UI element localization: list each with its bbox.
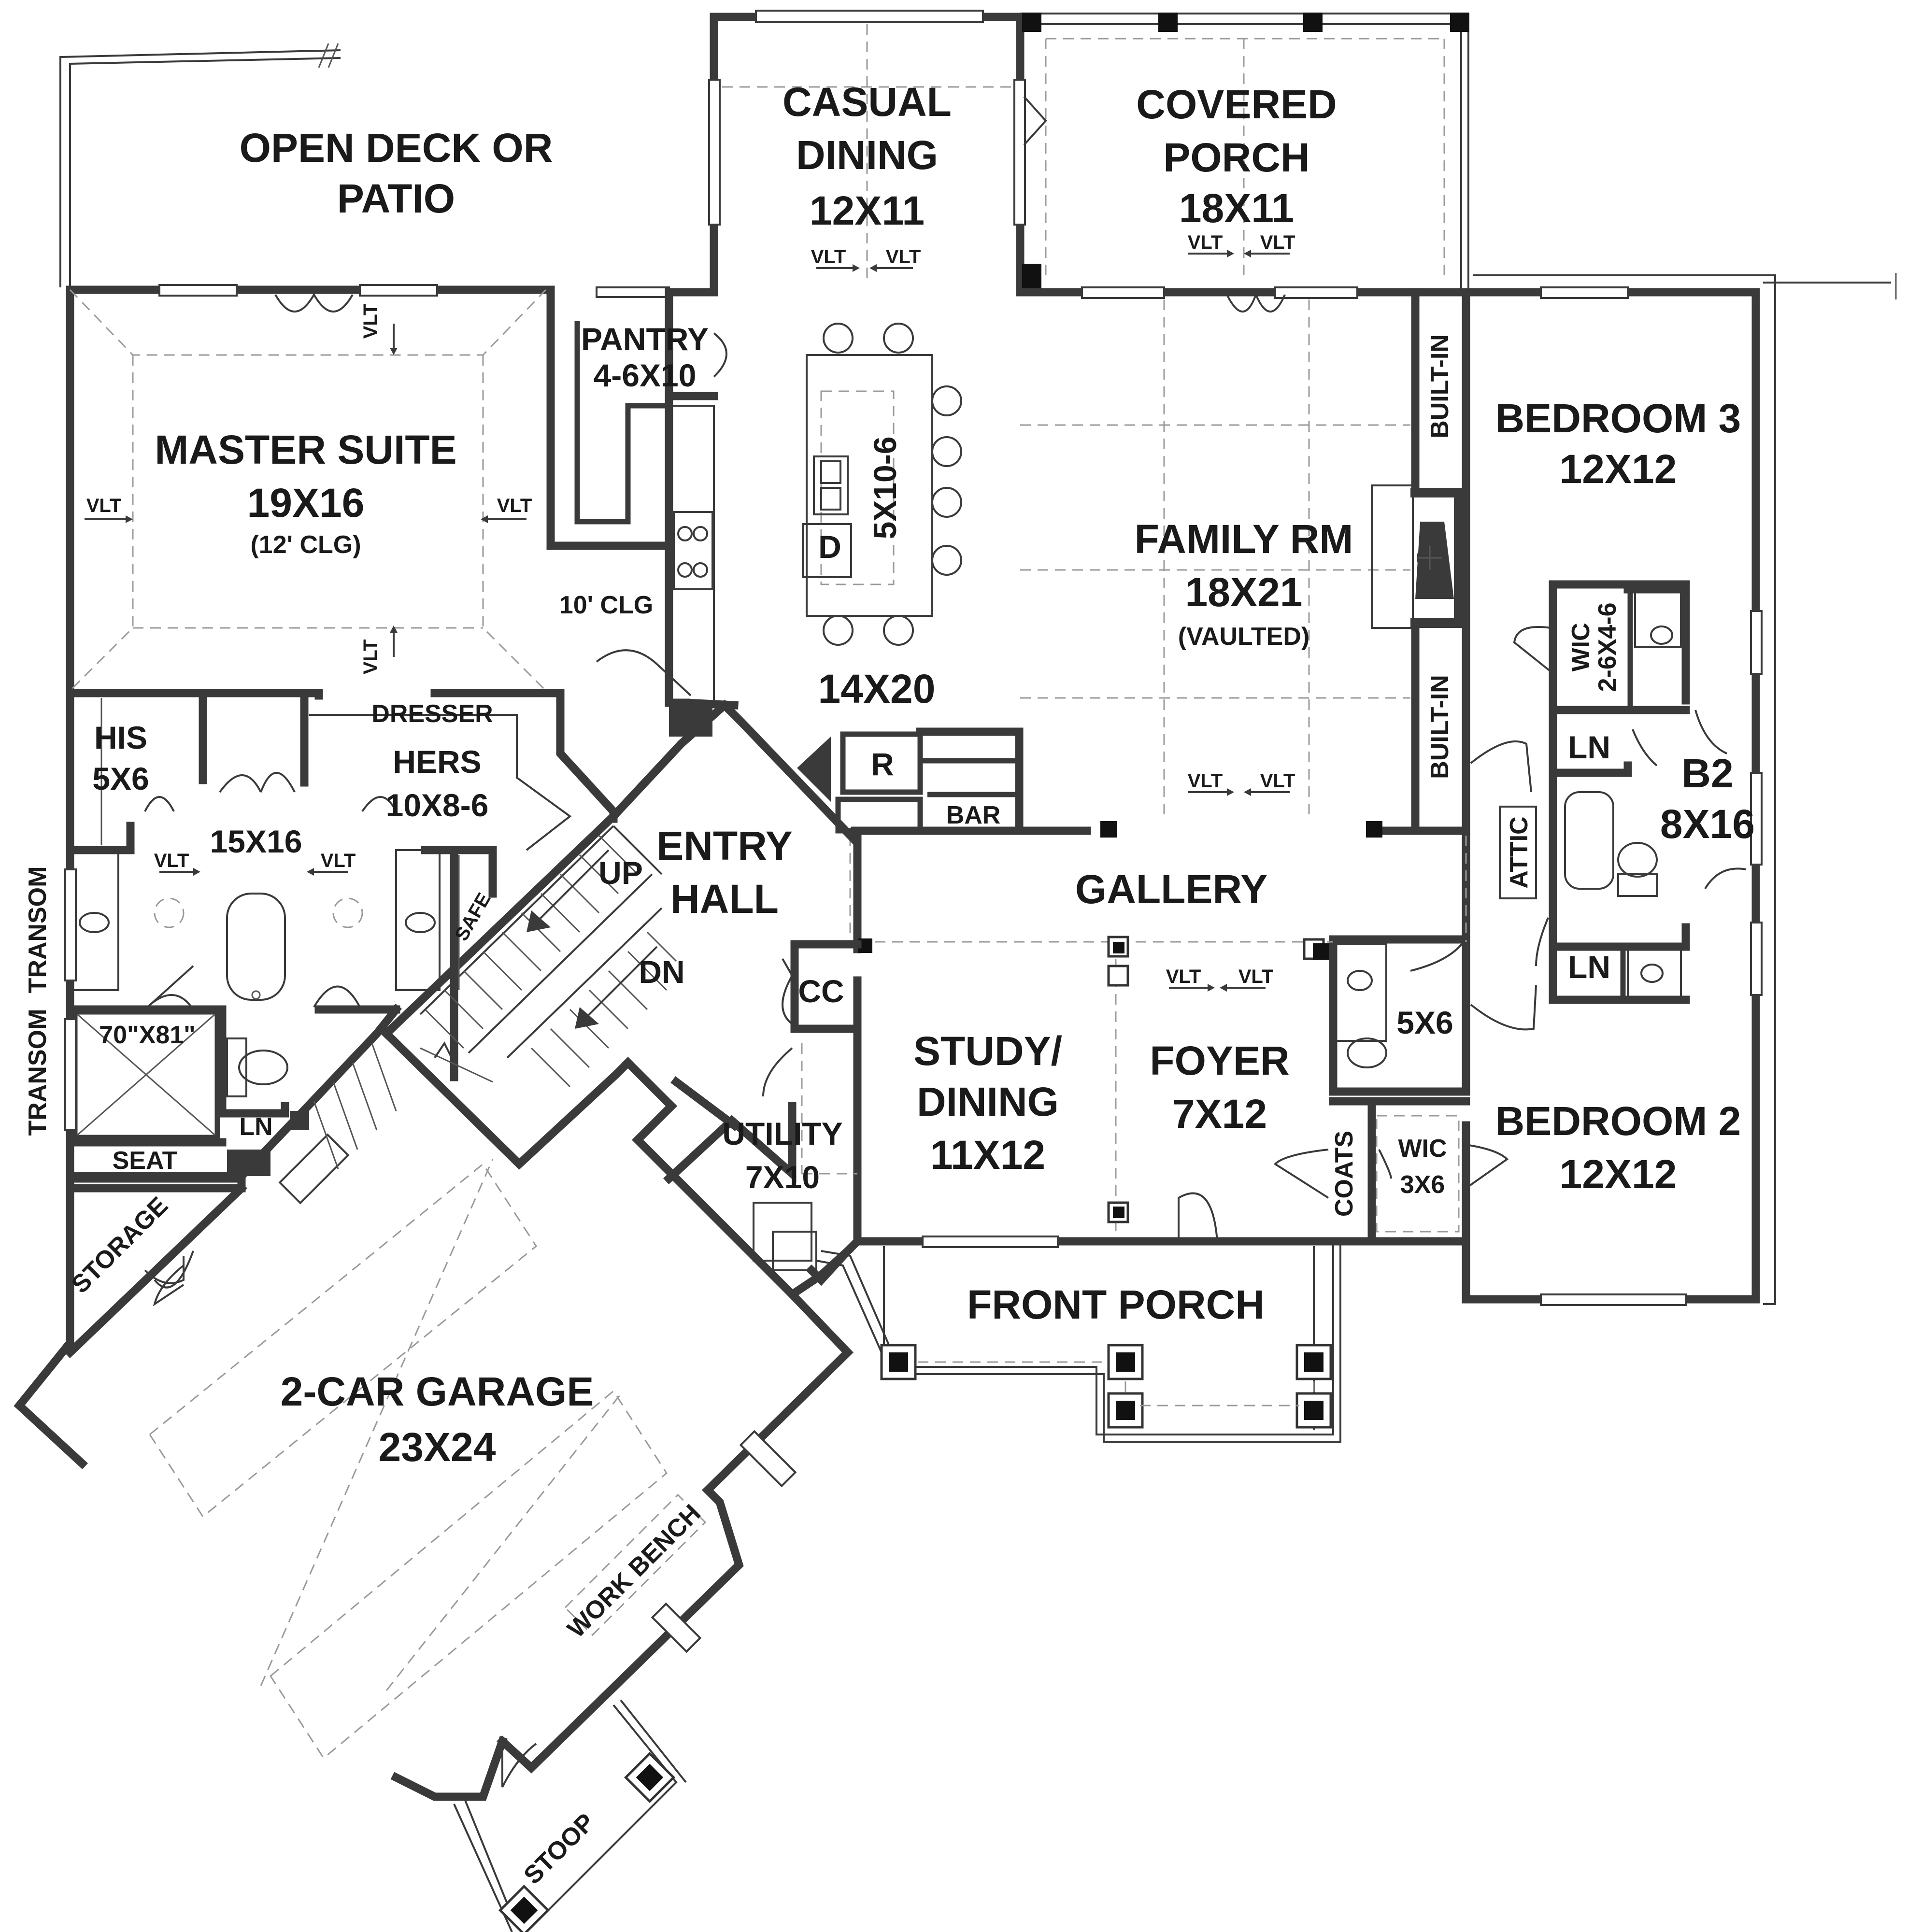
- fridge-label: R: [871, 746, 894, 782]
- entry-hall-name-1: ENTRY: [656, 823, 793, 868]
- stoop-label: STOOP: [518, 1808, 600, 1889]
- covered-porch-size: 18X11: [1179, 185, 1294, 231]
- foyer-name: FOYER: [1150, 1038, 1289, 1083]
- b2-name: B2: [1681, 751, 1733, 796]
- dishwasher-label: D: [818, 529, 841, 565]
- deck-label-1: OPEN DECK OR: [240, 125, 553, 170]
- utility-name: UTILITY: [722, 1116, 842, 1151]
- attic-label: ATTIC: [1505, 816, 1533, 888]
- vlt-tag: VLT: [1166, 966, 1201, 987]
- powder-size: 5X6: [1396, 1005, 1453, 1040]
- pantry: [546, 288, 727, 550]
- bedroom3-name: BEDROOM 3: [1495, 396, 1741, 441]
- front-porch: [816, 1241, 1341, 1443]
- casual-dining-name-2: DINING: [796, 132, 938, 178]
- vlt-tag: VLT: [321, 850, 356, 871]
- garage-name: 2-CAR GARAGE: [281, 1369, 594, 1414]
- study-name-2: DINING: [917, 1079, 1059, 1124]
- pantry-size: 4-6X10: [594, 357, 697, 393]
- cc-label: CC: [798, 973, 844, 1009]
- family-room-name: FAMILY RM: [1135, 516, 1353, 562]
- wic-bed2-size: 3X6: [1400, 1171, 1445, 1199]
- vlt-tag: VLT: [1260, 770, 1295, 792]
- bar-label: BAR: [946, 801, 1001, 829]
- study-name-1: STUDY/: [913, 1028, 1062, 1074]
- kitchen-size: 14X20: [818, 666, 936, 711]
- covered-porch: [1020, 13, 1469, 291]
- ceiling-note: 10' CLG: [559, 591, 653, 619]
- study-size: 11X12: [930, 1132, 1045, 1178]
- built-in-bottom: BUILT-IN: [1426, 675, 1454, 779]
- hers-name: HERS: [393, 744, 481, 780]
- stoop: [453, 1493, 707, 1932]
- covered-porch-name-2: PORCH: [1163, 135, 1309, 180]
- stairs-up: UP: [598, 855, 643, 891]
- casual-dining-size: 12X11: [810, 188, 925, 233]
- transom-lower: TRANSOM: [24, 1009, 52, 1136]
- utility-size: 7X10: [745, 1159, 820, 1195]
- bedroom2-name: BEDROOM 2: [1495, 1098, 1741, 1144]
- ln-master: LN: [239, 1113, 272, 1141]
- entry-hall-stairs: [380, 649, 861, 1170]
- garage-size: 23X24: [379, 1424, 496, 1470]
- vlt-tag: VLT: [154, 850, 189, 871]
- vlt-tag: VLT: [1188, 770, 1223, 792]
- wic-bed2-name: WIC: [1398, 1135, 1447, 1163]
- master-suite-name: MASTER SUITE: [155, 427, 456, 472]
- family-room-note: (VAULTED): [1178, 623, 1309, 651]
- bedroom2-size: 12X12: [1560, 1151, 1677, 1197]
- vlt-tag: VLT: [1188, 232, 1223, 253]
- covered-porch-name-1: COVERED: [1136, 82, 1337, 127]
- garage: [14, 1004, 854, 1801]
- built-in-top: BUILT-IN: [1426, 334, 1454, 439]
- stairs-down: DN: [639, 954, 684, 990]
- b2-size: 8X16: [1660, 801, 1755, 847]
- shower-size: 70"X81": [99, 1021, 196, 1049]
- island-size: 5X10-6: [867, 437, 903, 540]
- vlt-tag: VLT: [886, 246, 921, 268]
- coats-label: COATS: [1330, 1131, 1358, 1217]
- vlt-tag: VLT: [1238, 966, 1274, 987]
- bedroom3-size: 12X12: [1560, 446, 1677, 492]
- kitchen: [665, 323, 1024, 835]
- open-deck: [59, 43, 341, 287]
- ln-label: LN: [1568, 729, 1610, 765]
- vlt-tag: VLT: [360, 639, 381, 675]
- entry-hall-name-2: HALL: [670, 876, 779, 922]
- vlt-tag: VLT: [497, 495, 532, 516]
- vlt-tag: VLT: [86, 495, 122, 516]
- front-porch-label: FRONT PORCH: [967, 1282, 1265, 1327]
- his-size: 5X6: [92, 761, 149, 796]
- vlt-tag: VLT: [811, 246, 846, 268]
- family-room-size: 18X21: [1185, 569, 1303, 615]
- gallery-label: GALLERY: [1075, 867, 1267, 912]
- pantry-name: PANTRY: [581, 321, 709, 357]
- vault-markers: [85, 250, 1290, 992]
- casual-dining-name-1: CASUAL: [783, 79, 952, 125]
- hers-size: 10X8-6: [386, 787, 489, 823]
- gallery-study-foyer: [663, 826, 1467, 1286]
- bedroom-wing: [1273, 580, 1747, 1246]
- wic-bed3-name: WIC: [1567, 623, 1595, 671]
- ln-label-2: LN: [1568, 949, 1610, 985]
- wic-bed3-size: 2-6X4-6: [1594, 603, 1622, 692]
- room-labels: OPEN DECK OR PATIO CASUAL DINING 12X11 V…: [24, 79, 1755, 1890]
- master-suite-ceiling: (12' CLG): [250, 531, 361, 559]
- vlt-tag: VLT: [360, 304, 381, 339]
- dresser-label: DRESSER: [371, 700, 493, 728]
- casual-dining-walls: [708, 10, 1047, 297]
- family-room: [1015, 288, 1470, 838]
- deck-label-2: PATIO: [337, 176, 455, 221]
- master-bath-size: 15X16: [210, 824, 302, 859]
- master-suite-size: 19X16: [247, 480, 365, 526]
- his-name: HIS: [94, 720, 147, 755]
- seat-label: SEAT: [113, 1147, 178, 1175]
- vlt-tag: VLT: [1260, 232, 1295, 253]
- foyer-size: 7X12: [1172, 1091, 1267, 1136]
- transom-upper: TRANSOM: [24, 867, 52, 994]
